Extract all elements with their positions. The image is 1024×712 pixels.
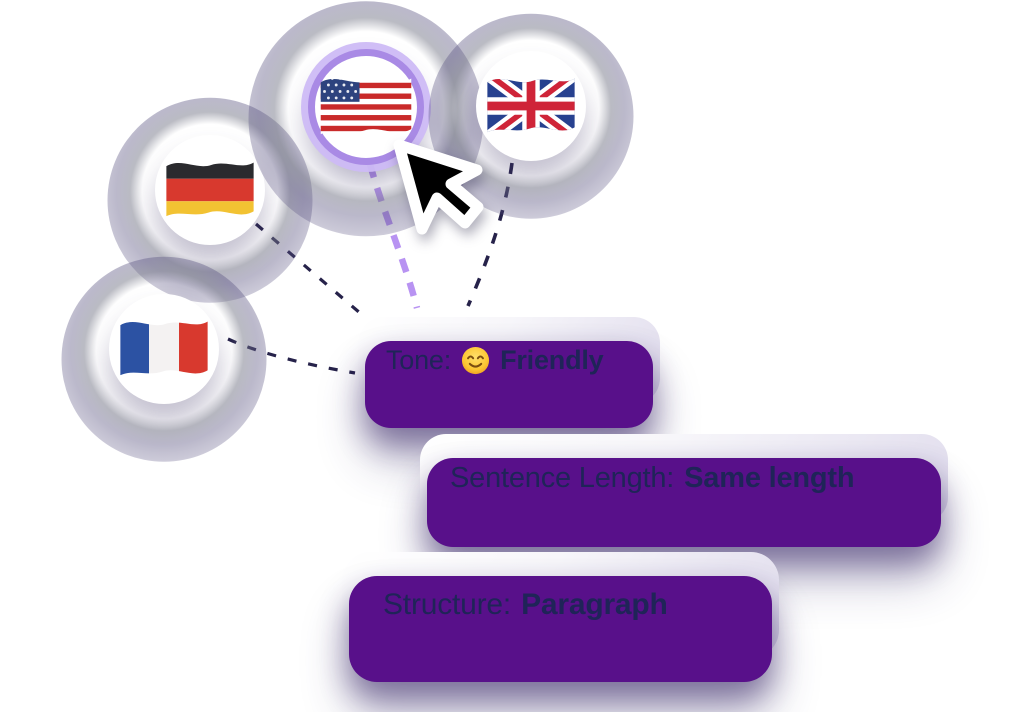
structure-card[interactable]: Structure: Paragraph bbox=[342, 552, 779, 682]
tone-card[interactable]: Tone: Friendly bbox=[358, 317, 660, 428]
tone-card-value: Friendly bbox=[500, 345, 604, 375]
uk-flag-icon bbox=[487, 78, 575, 133]
sentence-length-label: Sentence Length: bbox=[450, 462, 675, 494]
us-flag-icon bbox=[320, 78, 412, 135]
language-option-german[interactable] bbox=[155, 135, 265, 245]
language-option-french[interactable] bbox=[109, 294, 219, 404]
smiling-face-emoji bbox=[460, 345, 491, 376]
sentence-length-value: Same length bbox=[684, 462, 855, 494]
language-option-us-selected[interactable] bbox=[308, 49, 424, 165]
structure-label: Structure: bbox=[383, 588, 512, 621]
language-option-uk[interactable] bbox=[476, 51, 586, 161]
tone-card-label: Tone: bbox=[386, 345, 452, 375]
german-flag-icon bbox=[166, 162, 254, 217]
sentence-length-card[interactable]: Sentence Length: Same length bbox=[420, 434, 948, 547]
structure-value: Paragraph bbox=[521, 588, 668, 621]
french-flag-icon bbox=[120, 321, 208, 376]
